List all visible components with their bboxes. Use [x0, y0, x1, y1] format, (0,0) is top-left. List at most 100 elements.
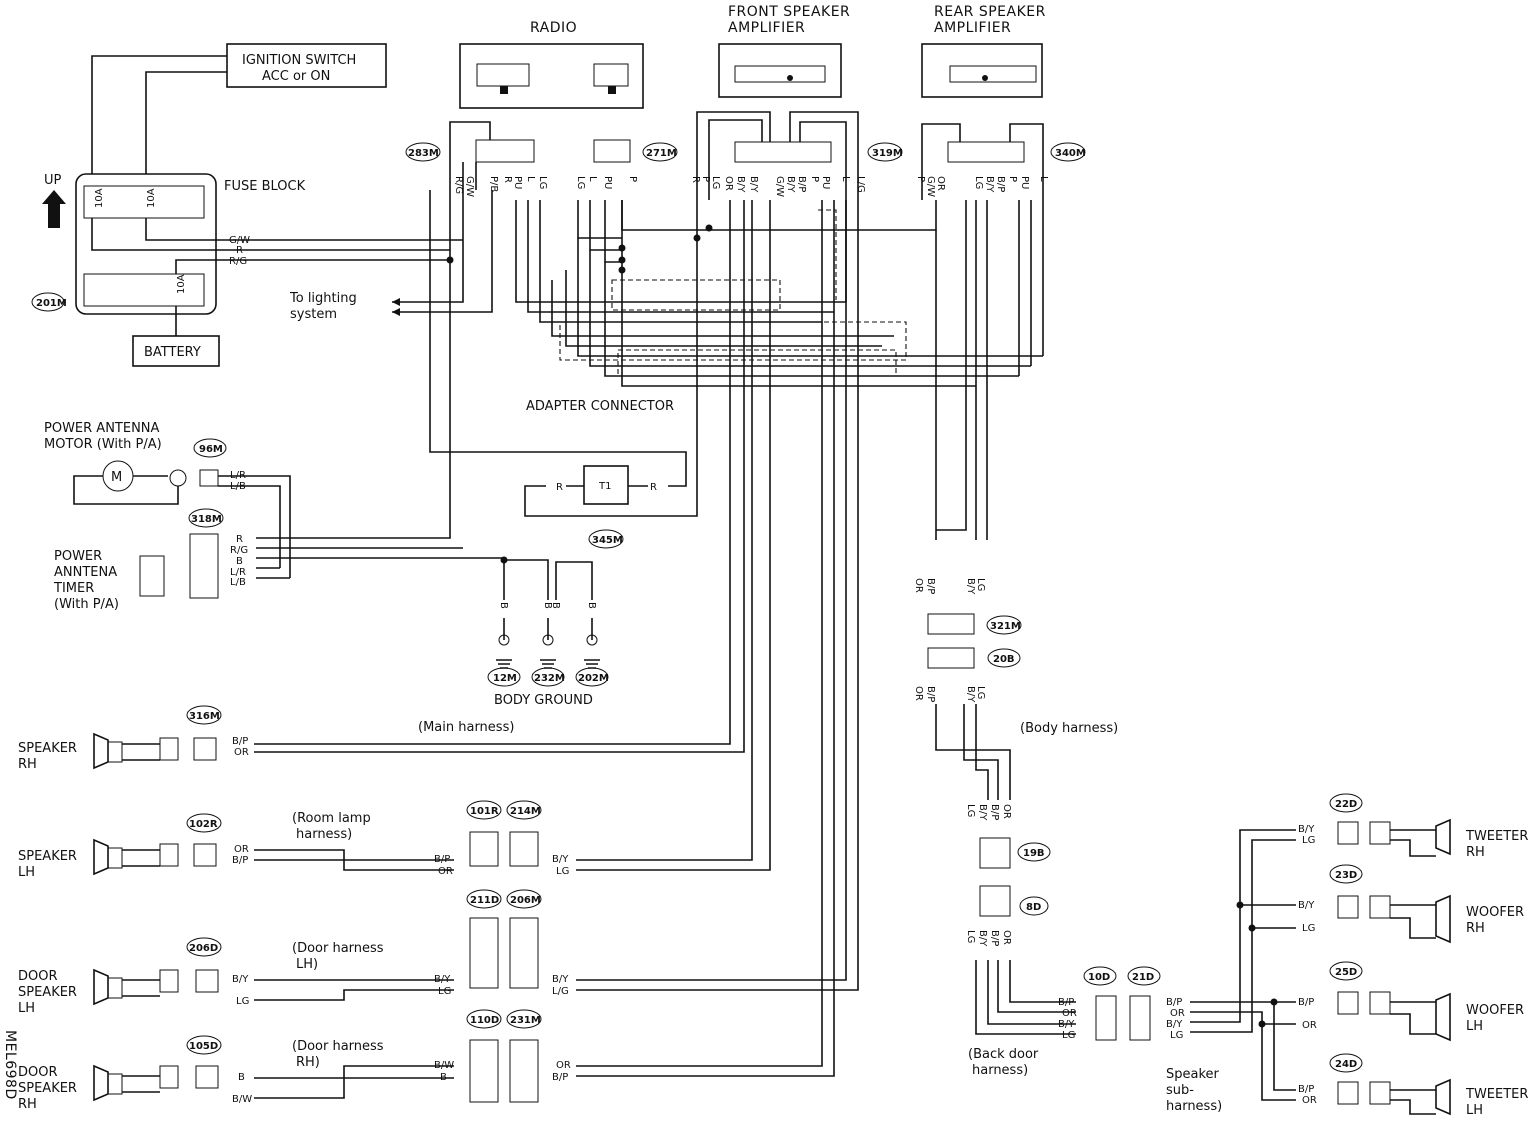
svg-text:B/Y: B/Y — [984, 176, 995, 193]
svg-text:B/P: B/P — [796, 176, 807, 192]
svg-text:L: L — [525, 176, 536, 182]
c319-label: 319M — [872, 148, 903, 159]
svg-text:B: B — [550, 602, 561, 609]
main-harness-label: (Main harness) — [418, 720, 514, 735]
svg-text:B/Y: B/Y — [1166, 1019, 1183, 1030]
speaker-rh: SPEAKER RH — [18, 732, 123, 772]
svg-text:L/G: L/G — [552, 986, 569, 997]
svg-text:B/P: B/P — [1298, 1084, 1314, 1095]
spk-lh-bp: B/P — [232, 855, 248, 866]
svg-text:L: L — [1038, 176, 1049, 182]
c23d-label: 23D — [1335, 870, 1357, 881]
c21d-label: 21D — [1132, 972, 1154, 983]
c22d-label: 22D — [1335, 799, 1357, 810]
svg-text:TWEETER: TWEETER — [1465, 829, 1528, 844]
room-lamp-1: (Room lamp — [292, 811, 371, 826]
svg-text:B/P: B/P — [989, 804, 1000, 820]
svg-text:PU: PU — [1019, 176, 1030, 189]
svg-text:P: P — [809, 176, 820, 182]
pa-motor-lr: L/R — [230, 470, 246, 481]
svg-text:OR: OR — [1302, 1020, 1317, 1031]
svg-text:PU: PU — [820, 176, 831, 189]
svg-text:OR: OR — [556, 1060, 571, 1071]
c19b-label: 19B — [1023, 848, 1045, 859]
svg-text:OR: OR — [935, 176, 946, 191]
battery-label: BATTERY — [144, 345, 201, 360]
svg-text:DOOR: DOOR — [18, 1065, 58, 1080]
svg-text:B: B — [498, 602, 509, 609]
svg-text:B/P: B/P — [989, 930, 1000, 946]
svg-text:M: M — [111, 470, 122, 485]
svg-text:LG: LG — [1170, 1030, 1183, 1041]
svg-text:LG: LG — [710, 176, 721, 189]
back-door-1: (Back door — [968, 1047, 1039, 1062]
c105-label: 105D — [189, 1041, 218, 1052]
c232-label: 232M — [534, 673, 565, 684]
c321-label: 321M — [990, 621, 1021, 632]
diagram-code: MEL698D — [2, 1030, 18, 1100]
door-speaker-lh: DOOR SPEAKER LH — [18, 968, 123, 1016]
svg-text:B/P: B/P — [925, 578, 936, 594]
svg-text:B/P: B/P — [1166, 997, 1182, 1008]
front-amp-title-1: FRONT SPEAKER — [728, 4, 850, 20]
up-label: UP — [44, 173, 62, 188]
svg-text:B: B — [586, 602, 597, 609]
pa-motor-lb: L/B — [230, 481, 246, 492]
svg-text:B: B — [238, 1072, 245, 1083]
svg-text:P: P — [700, 176, 711, 182]
svg-text:B/P: B/P — [434, 854, 450, 865]
svg-text:LG: LG — [556, 866, 569, 877]
tweeter-lh: 24D B/P OR TWEETER LH — [1298, 1053, 1528, 1118]
svg-text:LG: LG — [965, 930, 976, 943]
svg-text:B: B — [236, 556, 243, 567]
svg-text:PU: PU — [512, 176, 523, 189]
svg-text:R: R — [690, 176, 701, 183]
svg-text:B/Y: B/Y — [1298, 824, 1315, 835]
front-speaker-amplifier: FRONT SPEAKER AMPLIFIER — [718, 4, 850, 98]
svg-text:B/Y: B/Y — [965, 578, 976, 595]
pa-timer-title-4: (With P/A) — [54, 597, 119, 612]
rear-amp-title-1: REAR SPEAKER — [934, 4, 1046, 20]
svg-text:OR: OR — [1001, 930, 1012, 945]
t1-r-right: R — [650, 482, 657, 493]
adapter-connector-label: ADAPTER CONNECTOR — [526, 399, 674, 414]
speaker-sub-3: harness) — [1166, 1099, 1222, 1114]
svg-text:RH): RH) — [296, 1055, 320, 1070]
c231-label: 231M — [510, 1015, 541, 1026]
wire-rg-lbl: R/G — [229, 256, 247, 267]
svg-text:LG: LG — [965, 804, 976, 817]
svg-text:B/Y: B/Y — [232, 974, 249, 985]
c345-label: 345M — [592, 535, 623, 546]
svg-text:G/W: G/W — [925, 176, 936, 197]
rear-speaker-amplifier: REAR SPEAKER AMPLIFIER — [921, 4, 1046, 98]
c24d-label: 24D — [1335, 1059, 1357, 1070]
svg-text:LG: LG — [537, 176, 548, 189]
svg-text:B/P: B/P — [1298, 997, 1314, 1008]
battery: BATTERY — [132, 335, 220, 367]
back-door-2: harness) — [972, 1063, 1028, 1078]
pa-motor-title-1: POWER ANTENNA — [44, 421, 160, 436]
c283-label: 283M — [408, 148, 439, 159]
svg-text:PU: PU — [602, 176, 613, 189]
spk-lh-or: OR — [234, 844, 249, 855]
svg-text:LG: LG — [975, 578, 986, 591]
svg-text:L/B: L/B — [230, 577, 246, 588]
t1-label: T1 — [598, 481, 611, 492]
svg-text:OR: OR — [1302, 1095, 1317, 1106]
fuse-block: 10A 10A 10A FUSE BLOCK — [75, 173, 306, 315]
svg-text:LG: LG — [1062, 1030, 1075, 1041]
fuse-10a-batt: 10A — [176, 274, 187, 294]
speaker-lh: SPEAKER LH — [18, 838, 123, 880]
c340-label: 340M — [1055, 148, 1086, 159]
svg-text:B/W: B/W — [232, 1094, 252, 1105]
svg-text:LG: LG — [1302, 835, 1315, 846]
svg-text:LH: LH — [1466, 1019, 1483, 1034]
ignition-title: IGNITION SWITCH — [242, 53, 356, 68]
speaker-lh-title-1: SPEAKER — [18, 849, 77, 864]
svg-text:R: R — [236, 534, 243, 545]
pa-timer-title-3: TIMER — [53, 581, 94, 596]
front-amp-title-2: AMPLIFIER — [728, 20, 805, 36]
main-wire-bundle — [515, 200, 1044, 387]
pa-timer-wires: R R/G B L/R L/B — [230, 260, 504, 588]
svg-text:R/G: R/G — [230, 545, 248, 556]
